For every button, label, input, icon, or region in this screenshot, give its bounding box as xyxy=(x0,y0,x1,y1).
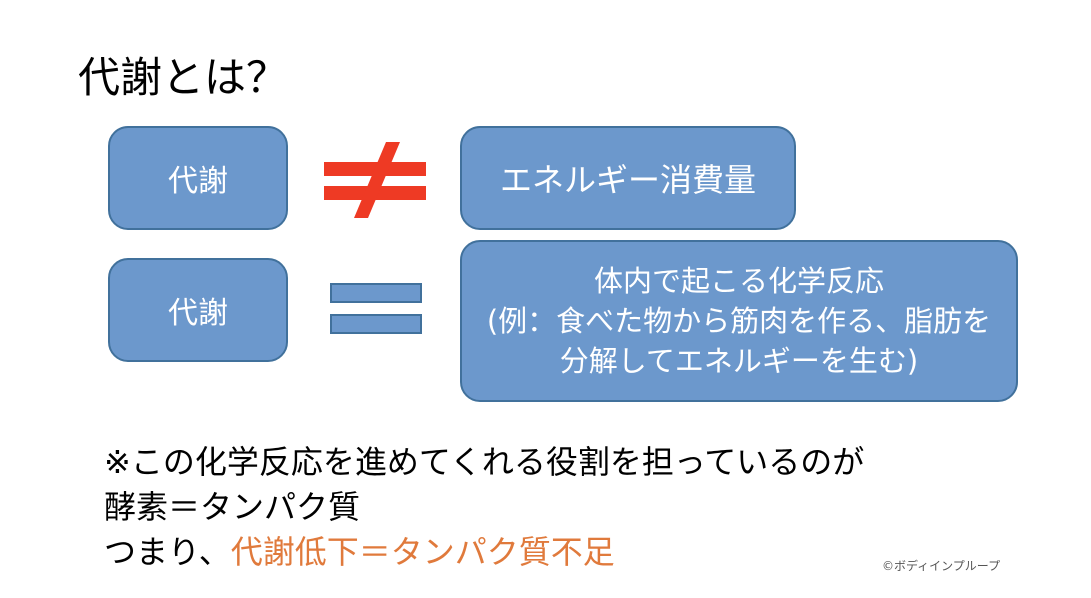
note-line-3-highlight: 代謝低下＝タンパク質不足 xyxy=(230,533,615,571)
not-equal-icon xyxy=(320,140,430,224)
energy-consumption-box: エネルギー消費量 xyxy=(460,126,796,230)
metabolism-box-top: 代謝 xyxy=(108,126,288,230)
metabolism-box-bottom: 代謝 xyxy=(108,258,288,362)
reaction-line-1: 体内で起こる化学反応 xyxy=(593,264,884,298)
equal-icon xyxy=(330,283,422,339)
explanation-note: ※この化学反応を進めてくれる役割を担っているのが 酵素＝タンパク質 つまり、代謝… xyxy=(104,440,864,575)
copyright-text: ©ボディインプループ xyxy=(882,559,1001,573)
reaction-line-3: 分解してエネルギーを生む) xyxy=(559,344,919,378)
energy-consumption-label: エネルギー消費量 xyxy=(499,161,756,199)
note-line-3: つまり、代謝低下＝タンパク質不足 xyxy=(104,530,864,575)
reaction-line-2: (例：食べた物から筋肉を作る、脂肪を xyxy=(486,304,992,338)
metabolism-box-top-label: 代謝 xyxy=(168,164,228,199)
note-line-3-prefix: つまり、 xyxy=(104,533,231,571)
note-line-2: 酵素＝タンパク質 xyxy=(104,488,361,526)
metabolism-box-bottom-label: 代謝 xyxy=(168,296,228,331)
note-line-1: ※この化学反応を進めてくれる役割を担っているのが xyxy=(104,443,865,481)
page-title: 代謝とは？ xyxy=(78,53,289,102)
chemical-reaction-box: 体内で起こる化学反応 (例：食べた物から筋肉を作る、脂肪を 分解してエネルギーを… xyxy=(460,240,1018,402)
